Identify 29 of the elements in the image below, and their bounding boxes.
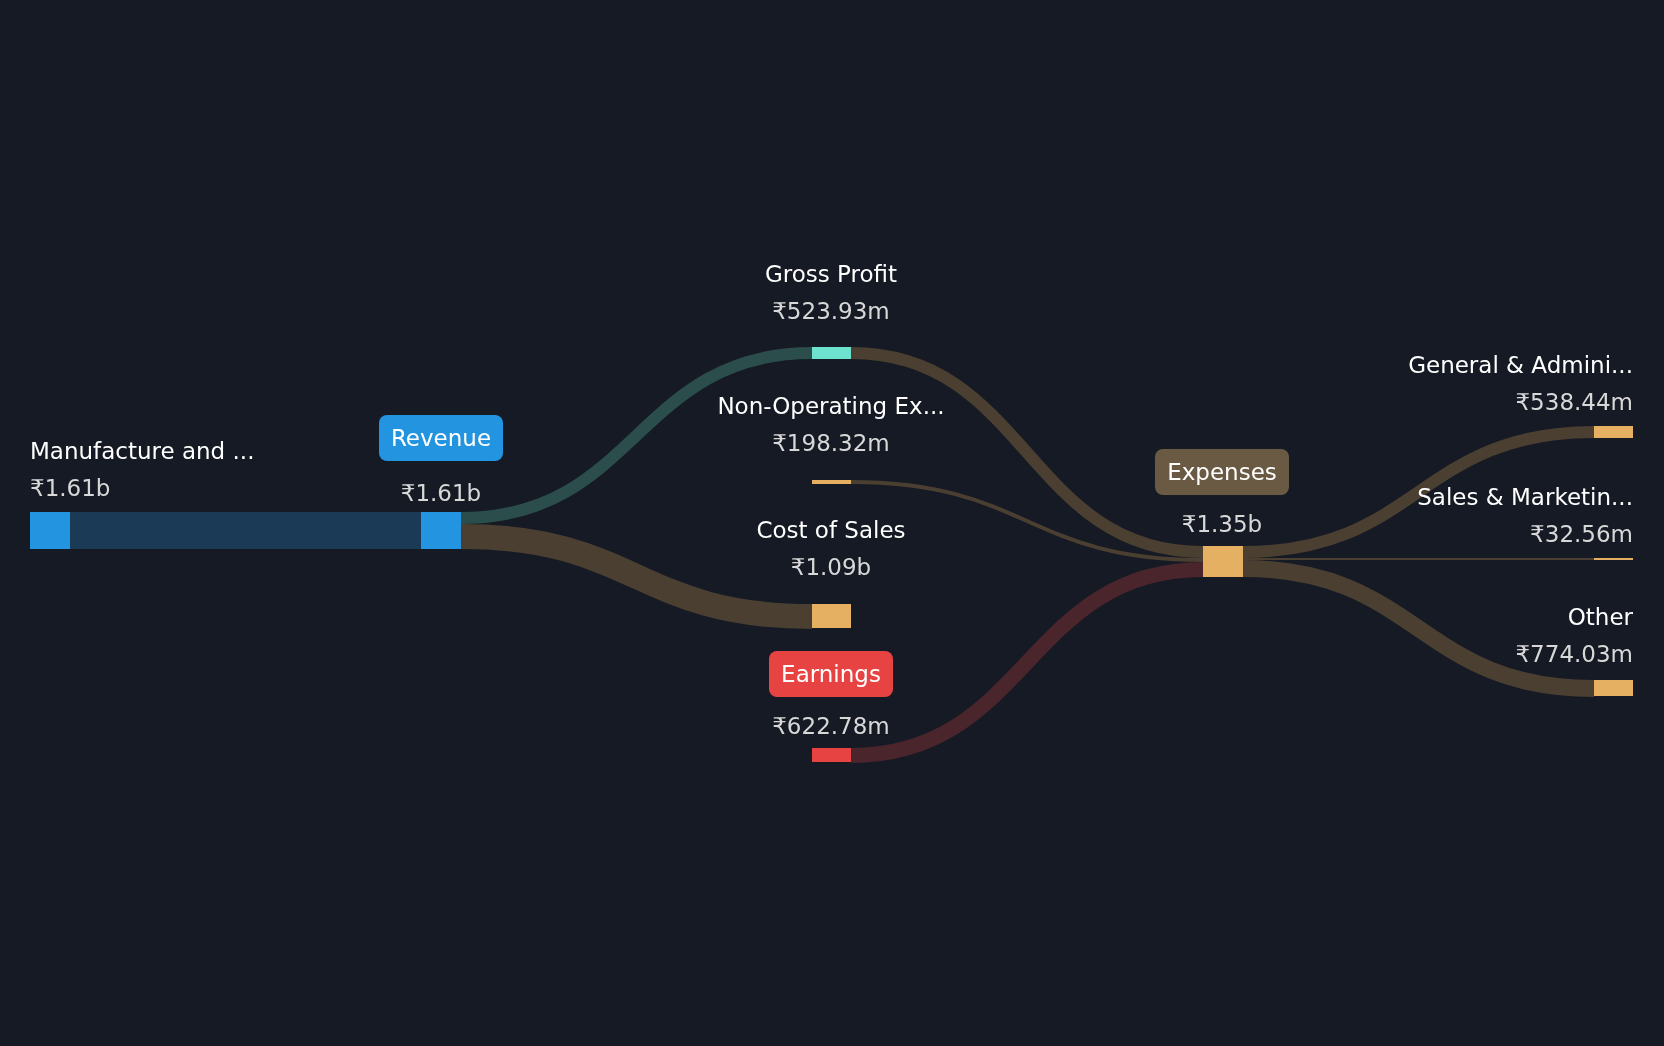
flow-ribbon (1242, 426, 1595, 558)
category-badge: Revenue (378, 415, 504, 461)
value-label: ₹1.61b (30, 474, 111, 503)
value-label: ₹198.32m (772, 429, 890, 458)
node-label: Non-Operating Ex... (717, 392, 945, 421)
flow-ribbon (850, 347, 1204, 558)
value-label: ₹774.03m (1515, 640, 1633, 669)
flow-ribbon (850, 480, 1204, 562)
node-label: Manufacture and ... (30, 437, 255, 466)
node-label: Gross Profit (764, 260, 898, 289)
value-label: ₹1.09b (790, 553, 872, 582)
node-label: Other (1567, 603, 1633, 632)
value-label: ₹622.78m (772, 712, 890, 741)
flow-ribbon (460, 524, 813, 629)
flow-ribbon (460, 347, 813, 524)
node-label: General & Admini... (1408, 351, 1633, 380)
category-badge: Expenses (1155, 449, 1289, 495)
value-label: ₹523.93m (772, 297, 890, 326)
value-label: ₹1.35b (1181, 510, 1263, 539)
flow-ribbon (850, 562, 1204, 763)
value-label: ₹538.44m (1515, 388, 1633, 417)
category-badge: Earnings (769, 651, 893, 697)
node-label: Cost of Sales (756, 516, 906, 545)
flow-ribbon (1242, 560, 1595, 697)
flow-ribbon (1242, 558, 1595, 560)
value-label: ₹32.56m (1530, 520, 1633, 549)
node-label: Sales & Marketin... (1417, 483, 1633, 512)
value-label: ₹1.61b (400, 479, 482, 508)
flow-ribbon (70, 512, 421, 549)
